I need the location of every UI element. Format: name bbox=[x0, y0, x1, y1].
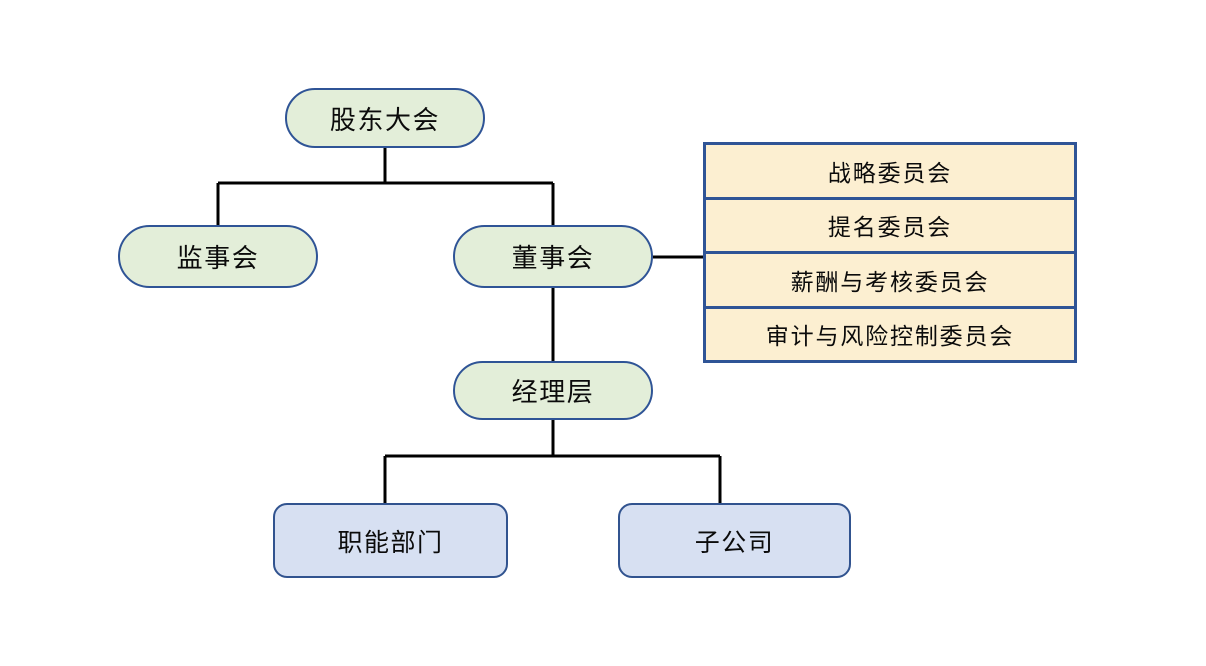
committee-label: 薪酬与考核委员会 bbox=[790, 269, 990, 295]
committee-row[interactable]: 提名委员会 bbox=[706, 199, 1074, 254]
committee-label: 提名委员会 bbox=[827, 215, 953, 241]
node-subsidiaries-label: 子公司 bbox=[694, 529, 775, 557]
committee-row[interactable]: 审计与风险控制委员会 bbox=[706, 308, 1074, 360]
node-shareholders-meeting-label: 股东大会 bbox=[329, 105, 441, 135]
node-functional-departments-label: 职能部门 bbox=[337, 529, 444, 557]
node-subsidiaries[interactable]: 子公司 bbox=[618, 503, 851, 578]
committee-label: 战略委员会 bbox=[827, 160, 953, 186]
node-functional-departments[interactable]: 职能部门 bbox=[273, 503, 508, 578]
committee-row[interactable]: 薪酬与考核委员会 bbox=[706, 254, 1074, 309]
node-board-of-supervisors[interactable]: 监事会 bbox=[118, 225, 318, 288]
committee-table: 战略委员会 提名委员会 薪酬与考核委员会 审计与风险控制委员会 bbox=[703, 142, 1077, 363]
node-shareholders-meeting[interactable]: 股东大会 bbox=[285, 88, 485, 148]
node-management-layer-label: 经理层 bbox=[511, 378, 595, 407]
node-board-of-directors-label: 董事会 bbox=[511, 244, 595, 273]
node-board-of-supervisors-label: 监事会 bbox=[176, 244, 260, 273]
node-management-layer[interactable]: 经理层 bbox=[453, 361, 653, 420]
committee-label: 审计与风险控制委员会 bbox=[765, 324, 1015, 350]
node-board-of-directors[interactable]: 董事会 bbox=[453, 225, 653, 288]
committee-row[interactable]: 战略委员会 bbox=[706, 145, 1074, 200]
